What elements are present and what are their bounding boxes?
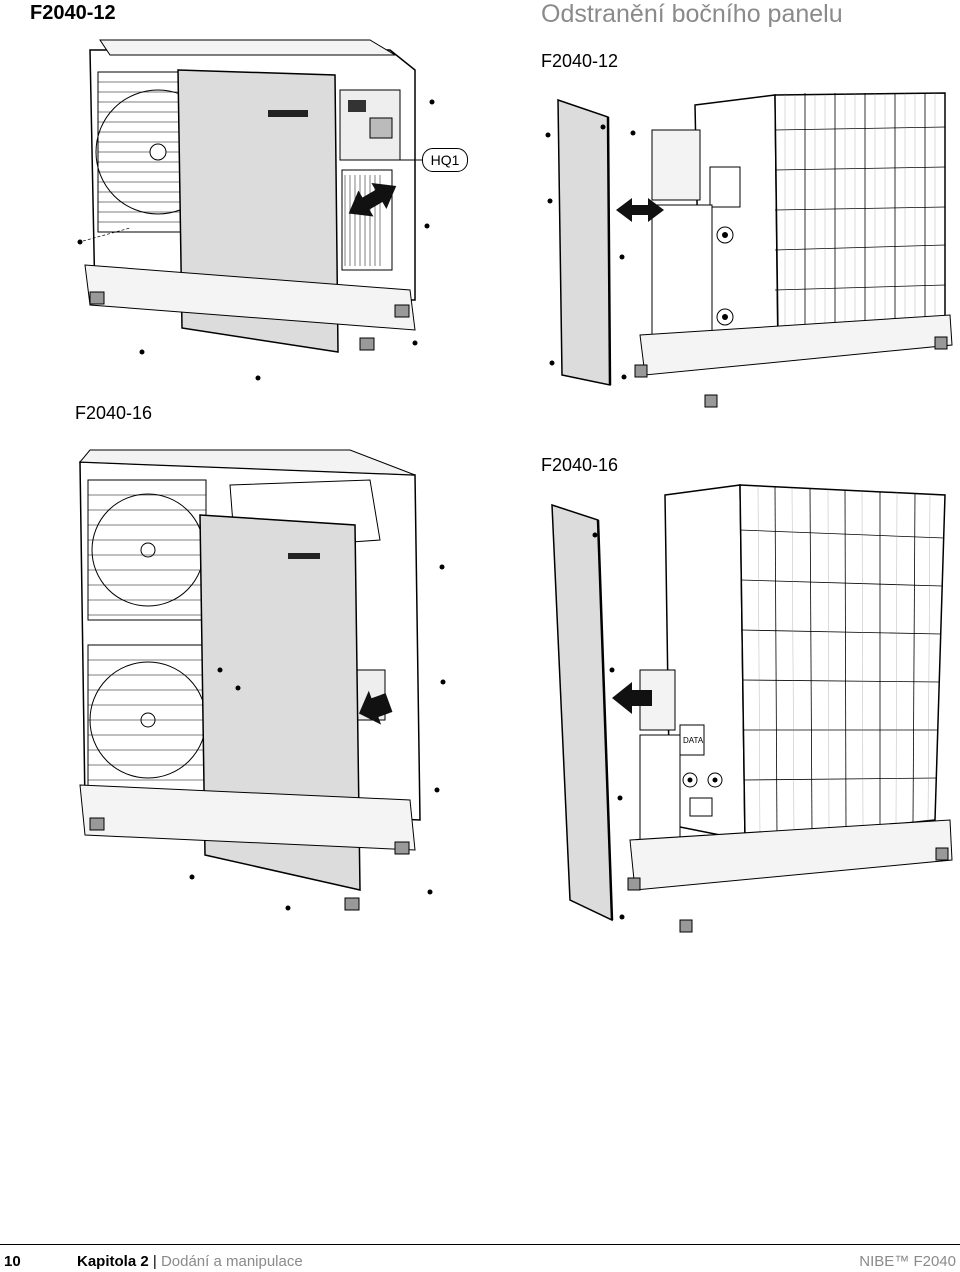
- model-label-top-left: F2040-12: [30, 2, 116, 24]
- footer-rule: [0, 1244, 960, 1245]
- page-number: 10: [4, 1253, 21, 1270]
- footer-brand: NIBE™ F2040: [859, 1253, 956, 1270]
- figure-f2040-16-front: [70, 440, 460, 920]
- model-label-bottom-left: F2040-16: [75, 403, 153, 423]
- footer-chapter: Kapitola 2 | Dodání a manipulace: [77, 1253, 303, 1270]
- figure-f2040-12-front: [70, 30, 450, 390]
- footer-section: Dodání a manipulace: [160, 1253, 303, 1270]
- footer-separator: |: [152, 1253, 157, 1270]
- page-title: Odstranění bočního panelu: [541, 0, 843, 28]
- figure-f2040-16-rear: DATA: [540, 480, 960, 950]
- callout-hq1: HQ1: [422, 148, 468, 172]
- figure-f2040-12-rear: [540, 75, 960, 420]
- data-plate-label: DATA: [683, 736, 704, 745]
- model-label-bottom-right: F2040-16: [541, 455, 619, 475]
- model-label-top-right: F2040-12: [541, 51, 619, 71]
- footer-chapter-label: Kapitola 2: [77, 1253, 149, 1270]
